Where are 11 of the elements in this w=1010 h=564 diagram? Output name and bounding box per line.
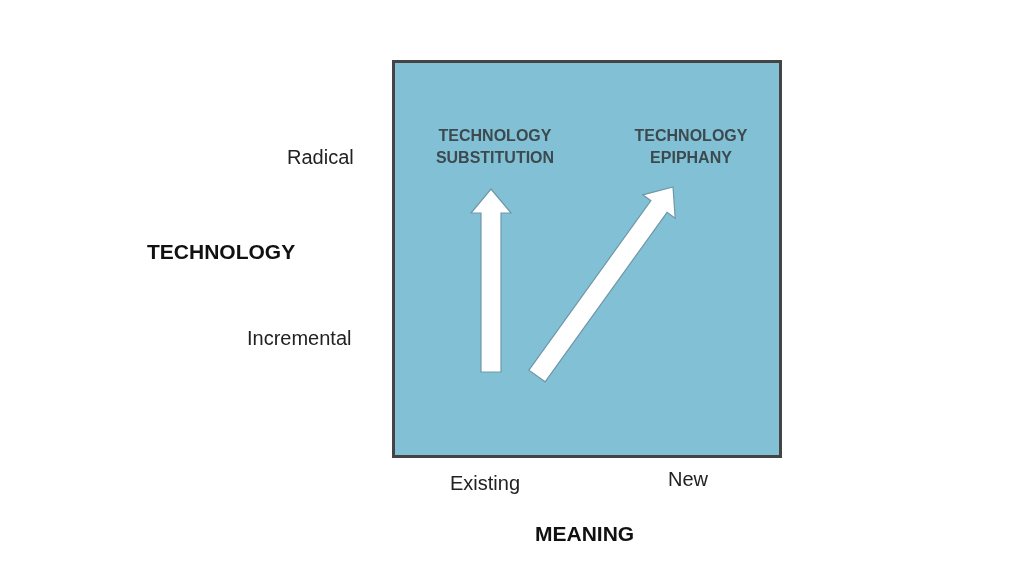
quadrant-label: TECHNOLOGY SUBSTITUTION <box>425 125 565 181</box>
axis-level-label: New <box>668 468 708 491</box>
quadrant-label: TECHNOLOGY EPIPHANY <box>621 125 761 181</box>
block-arrow <box>469 188 513 373</box>
axis-level-label: Incremental <box>247 327 352 350</box>
axis-level-label: Radical <box>287 146 354 169</box>
matrix-box <box>392 60 782 458</box>
axis-title: MEANING <box>535 522 635 546</box>
axis-title: TECHNOLOGY <box>147 240 296 264</box>
axis-level-label: Existing <box>450 472 521 495</box>
block-arrow <box>528 186 676 383</box>
